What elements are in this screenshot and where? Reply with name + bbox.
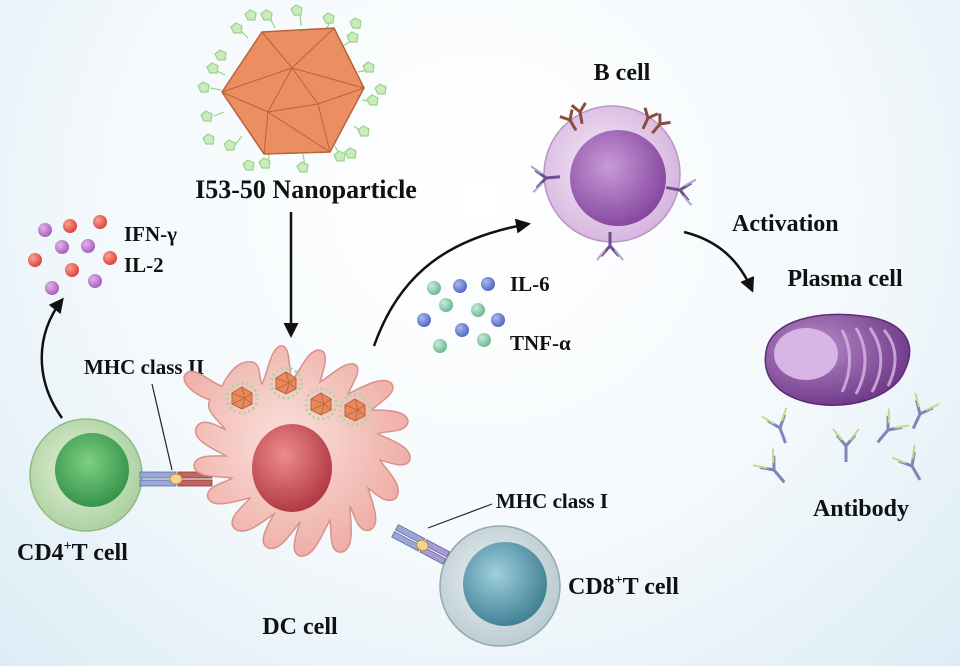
mhc-class-i-complex (391, 524, 451, 565)
antigen-spikes (197, 4, 387, 173)
il2-label: IL-2 (124, 253, 164, 277)
nanoparticle-facets (221, 27, 365, 155)
cd8-t-cell-label: CD8+T cell (568, 573, 679, 600)
tnf-alpha-label: TNF-α (510, 331, 571, 355)
b-cell (543, 105, 681, 243)
dc-cell-label: DC cell (262, 614, 338, 640)
mhc-class-i-pointer (427, 503, 493, 529)
il6-label: IL-6 (510, 272, 550, 296)
cd4-t-cell-label: CD4+T cell (17, 539, 128, 566)
plasma-cell-label: Plasma cell (787, 266, 903, 292)
ifn-gamma-label: IFN-γ (124, 222, 177, 246)
nanoparticle-label: I53-50 Nanoparticle (195, 175, 417, 204)
dc-cell (183, 345, 411, 557)
b-cell-label: B cell (594, 60, 651, 86)
antibody-label: Antibody (813, 496, 909, 522)
ifn-il2-cytokines (28, 215, 117, 295)
il6-tnf-cytokines (417, 277, 505, 353)
cd4-t-cell (29, 418, 143, 532)
arrow-b-cell-to-plasma (683, 230, 755, 293)
plasma-cell (764, 313, 911, 406)
nanoparticle-body (221, 27, 365, 155)
antibodies-group (751, 391, 941, 493)
arrow-dc-to-b-cell (372, 218, 531, 347)
arrow-cd4-to-cytokines (40, 297, 64, 419)
activation-label: Activation (732, 211, 839, 237)
mhc-class-i-label: MHC class I (496, 489, 608, 513)
nanoparticle-figure (197, 4, 387, 173)
mhc-class-ii-pointer (151, 383, 173, 471)
cd8-t-cell (439, 525, 561, 647)
